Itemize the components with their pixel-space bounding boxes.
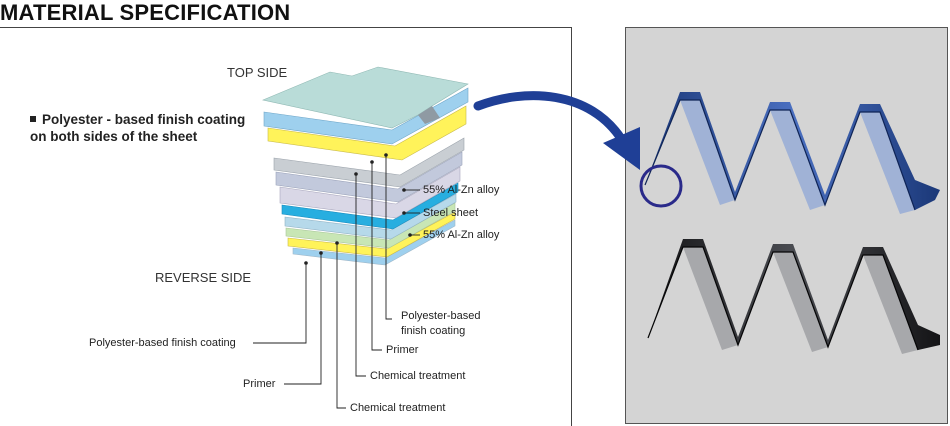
label-steel-sheet: Steel sheet bbox=[423, 207, 479, 219]
label-alloy-bottom: 55% Al-Zn alloy bbox=[423, 229, 500, 241]
photo-panel bbox=[625, 27, 948, 424]
layer-stack bbox=[262, 66, 469, 266]
layer-top-primer bbox=[267, 105, 467, 161]
layer-reverse-finish bbox=[292, 219, 456, 266]
leader-dots bbox=[304, 153, 412, 265]
leader-finish-bottom bbox=[253, 263, 307, 344]
blue-corrugated-sheet bbox=[644, 92, 940, 214]
label-finish-top-2: finish coating bbox=[401, 325, 466, 337]
layer-steel bbox=[279, 166, 461, 219]
layer-top-finish bbox=[262, 66, 469, 129]
leader-chem-top bbox=[355, 174, 366, 377]
leader-primer-top bbox=[371, 162, 382, 351]
leader-primer-bottom bbox=[284, 253, 322, 385]
layer-top-chem bbox=[273, 137, 465, 188]
leader-finish-top bbox=[385, 155, 392, 320]
dark-corrugated-sheet bbox=[647, 239, 940, 354]
label-finish-top-1: Polyester-based bbox=[401, 310, 481, 322]
label-primer-bottom: Primer bbox=[243, 378, 276, 390]
layer-reverse-chem bbox=[285, 202, 456, 249]
layer-top-blue bbox=[263, 87, 469, 145]
label-alloy-top: 55% Al-Zn alloy bbox=[423, 184, 500, 196]
layer-alloy-bottom bbox=[284, 193, 457, 240]
layer-notch bbox=[418, 106, 440, 124]
spec-diagram-panel bbox=[0, 27, 572, 426]
leader-lines bbox=[253, 155, 420, 409]
coating-note: Polyester - based finish coating on both… bbox=[30, 111, 260, 145]
page-title: MATERIAL SPECIFICATION bbox=[0, 0, 291, 25]
top-side-label: TOP SIDE bbox=[227, 65, 288, 80]
coating-note-text: Polyester - based finish coating on both… bbox=[30, 112, 246, 144]
label-finish-bottom: Polyester-based finish coating bbox=[89, 337, 236, 349]
reverse-side-label: REVERSE SIDE bbox=[155, 270, 252, 285]
highlight-circle bbox=[639, 164, 683, 208]
leader-chem-bottom bbox=[336, 243, 346, 409]
label-primer-top: Primer bbox=[386, 344, 419, 356]
label-chem-bottom: Chemical treatment bbox=[350, 402, 446, 414]
bullet-icon bbox=[30, 116, 36, 122]
pointer-arrow bbox=[473, 91, 627, 145]
layer-reverse-primer bbox=[287, 211, 456, 258]
label-chem-top: Chemical treatment bbox=[370, 370, 466, 382]
pointer-arrowhead bbox=[603, 127, 640, 170]
layer-cyan bbox=[281, 182, 459, 230]
layer-alloy-top bbox=[275, 151, 463, 203]
